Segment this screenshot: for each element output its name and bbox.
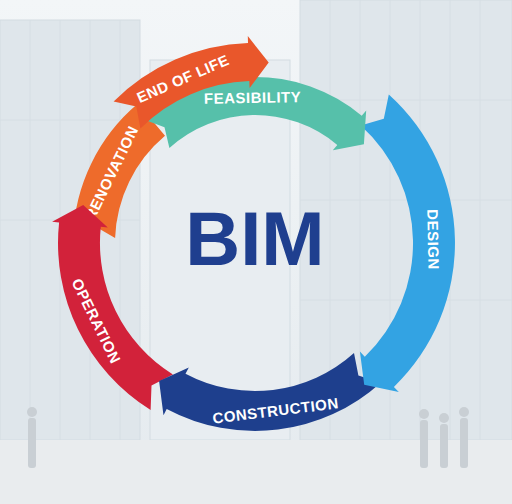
arc-arrow	[144, 77, 366, 150]
center-title: BIM	[185, 201, 324, 277]
segment-label-holder: DESIGN	[423, 209, 442, 270]
arc-arrow	[159, 353, 381, 431]
phase-label: FEASIBILITY	[204, 89, 301, 106]
phase-label: DESIGN	[425, 209, 441, 270]
arc-arrow	[360, 94, 455, 392]
segment-label-holder: FEASIBILITY	[204, 88, 301, 108]
arc-arrow	[73, 104, 165, 239]
